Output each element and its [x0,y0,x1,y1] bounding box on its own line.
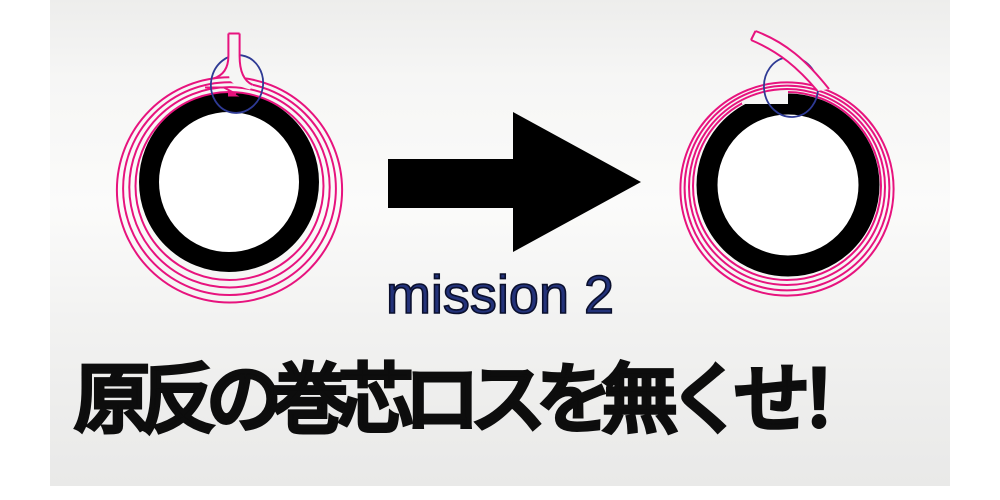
wound-roll-after-icon [679,30,895,297]
film-tail-edge [238,33,253,86]
film-tail-fill [751,31,829,91]
film-inner-end [228,90,240,97]
wound-roll-before-icon [115,32,344,304]
roll-core-ring [139,92,319,272]
tail-junction-highlight-circle [210,54,264,114]
roll-core-ring [696,93,880,277]
film-winding-ring [688,88,886,286]
film-winding-ring [683,84,891,292]
film-tail-edge [755,30,830,90]
film-tail-edge [212,33,230,80]
film-winding-ring [679,81,895,297]
right-arrow-icon [388,112,641,252]
film-winding-ring [122,81,337,297]
film-tail-end-cap [750,30,757,41]
headline-text: 原反の巻芯ロスを無くせ！ [73,357,878,445]
film-tail-fill [228,33,253,90]
film-tail-edge [750,39,819,92]
mission-label: mission 2 [385,264,615,325]
film-winding-ring [128,86,331,289]
